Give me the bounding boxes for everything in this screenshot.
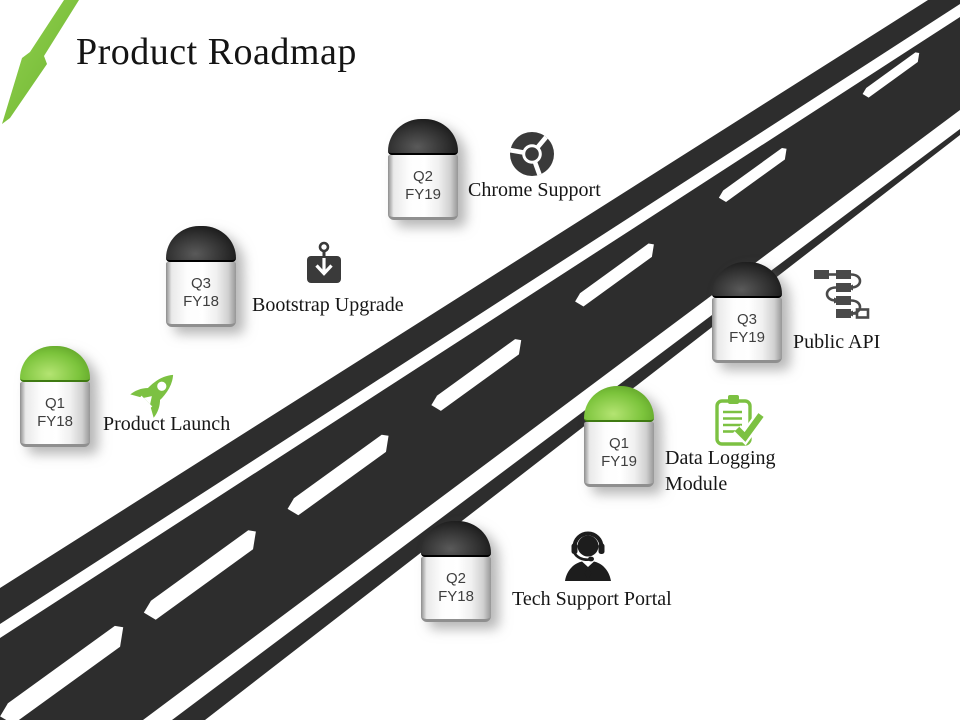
road-center-dashes bbox=[0, 52, 920, 720]
marker-dome bbox=[388, 119, 458, 155]
milestone-label-bootstrap-upgrade: Bootstrap Upgrade bbox=[252, 294, 404, 316]
marker-fy: FY19 bbox=[729, 329, 765, 346]
marker-quarter: Q1 bbox=[608, 435, 629, 452]
rocket-icon bbox=[122, 362, 186, 431]
milestone-label-data-logging-module: Data Logging Module bbox=[665, 447, 776, 495]
marker-quarter: Q2 bbox=[412, 168, 433, 185]
api-flow-icon bbox=[810, 266, 872, 327]
milestone-label-tech-support-portal: Tech Support Portal bbox=[512, 588, 672, 610]
marker-fy: FY19 bbox=[405, 186, 441, 203]
marker-fy: FY18 bbox=[183, 293, 219, 310]
marker-quarter: Q3 bbox=[190, 275, 211, 292]
milestone-label-chrome-support: Chrome Support bbox=[468, 179, 601, 201]
page-title: Product Roadmap bbox=[76, 31, 357, 73]
marker-fy: FY19 bbox=[601, 453, 637, 470]
chrome-icon bbox=[506, 128, 558, 185]
marker-quarter: Q3 bbox=[736, 311, 757, 328]
checklist-icon bbox=[712, 392, 766, 455]
marker-dome bbox=[166, 226, 236, 262]
marker-dome bbox=[421, 521, 491, 557]
lightning-bolt-icon bbox=[2, 0, 79, 124]
marker-fy: FY18 bbox=[37, 413, 73, 430]
marker-dome bbox=[584, 386, 654, 422]
headset-icon bbox=[562, 527, 614, 590]
milestone-label-product-launch: Product Launch bbox=[103, 413, 231, 435]
marker-quarter: Q2 bbox=[445, 570, 466, 587]
milestone-label-public-api: Public API bbox=[793, 331, 881, 353]
road-edge-line-upper bbox=[0, 4, 960, 638]
marker-dome bbox=[712, 262, 782, 298]
marker-dome bbox=[20, 346, 90, 382]
marker-fy: FY18 bbox=[438, 588, 474, 605]
download-icon bbox=[302, 241, 346, 292]
marker-quarter: Q1 bbox=[44, 395, 65, 412]
